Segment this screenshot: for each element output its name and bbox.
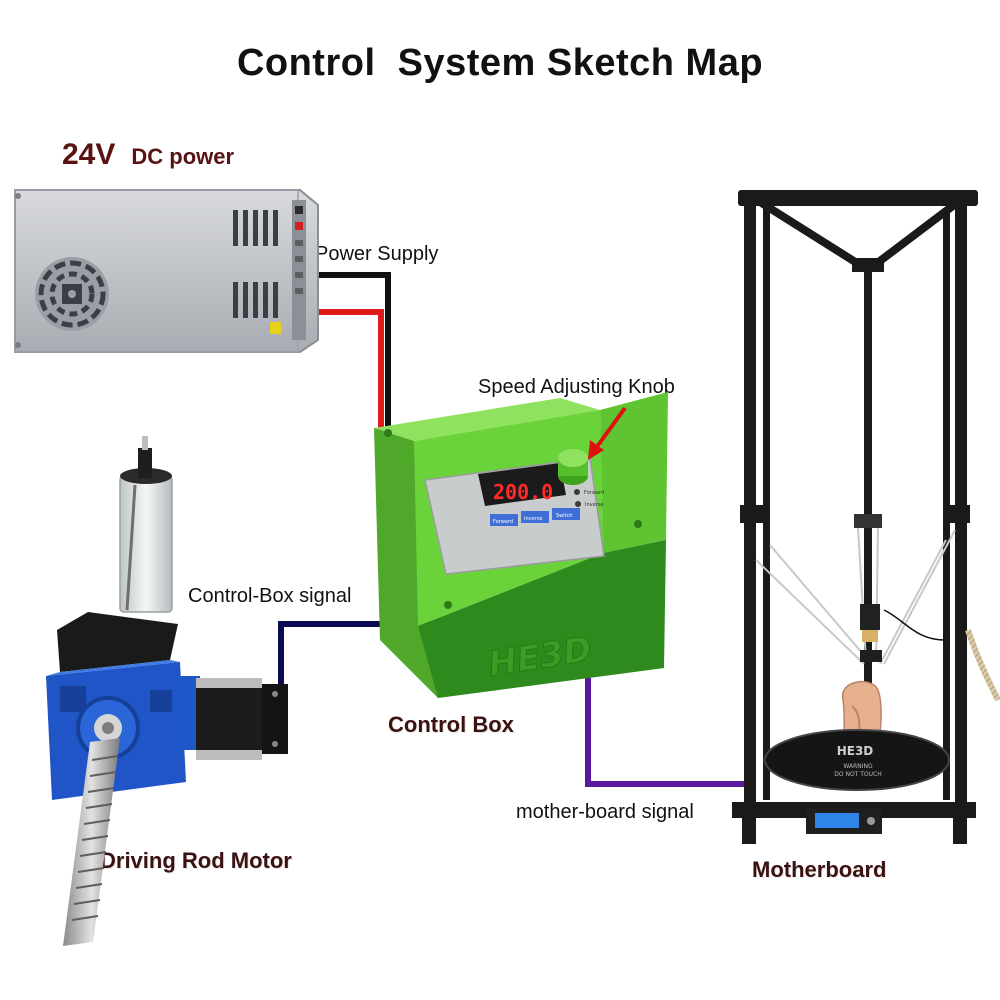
page-title: Control System Sketch Map: [236, 42, 764, 84]
lcd-panel: [806, 808, 882, 834]
voltage-text: 24V: [62, 138, 116, 171]
gearbox: [46, 612, 200, 800]
panel-buttons: Forward Inverse Switch: [490, 508, 580, 526]
motherboard-signal-wire: [585, 660, 744, 787]
control-box-caption: Control Box: [388, 712, 514, 737]
terminal-block: [270, 200, 306, 340]
inverse-button: Inverse: [524, 516, 542, 522]
power-wires: [295, 272, 391, 437]
power-supply-unit: [14, 189, 319, 353]
motherboard-signal-label: mother-board signal: [516, 801, 694, 823]
control-box-signal-label: Control-Box signal: [188, 585, 352, 607]
delta-printer: HE3D WARNING DO NOT TOUCH: [732, 190, 1000, 844]
carriage-and-arms: [755, 514, 956, 665]
stepper-motor: [196, 678, 288, 760]
vent-slots: [233, 210, 278, 318]
inverse-indicator-label: Inverse: [585, 502, 603, 508]
driving-rod-motor: [46, 436, 288, 946]
bed-warning: WARNING: [843, 763, 873, 770]
speed-knob-label: Speed Adjusting Knob: [478, 376, 675, 398]
forward-indicator-label: Forward: [584, 490, 604, 496]
knob-arrow-icon: [588, 406, 627, 460]
dc-power-text: DC power: [131, 144, 235, 169]
fan-icon: [35, 257, 109, 331]
red-power-wire: [297, 309, 384, 437]
linear-rail: [119, 436, 173, 613]
black-power-wire: [295, 272, 391, 437]
bed-logo: HE3D: [837, 744, 874, 758]
printer-frame: [732, 190, 978, 844]
speed-display: 200.0: [493, 480, 553, 504]
inverse-indicator-icon: [575, 501, 581, 507]
switch-button: Switch: [556, 513, 573, 519]
power-supply-line-label: Power Supply: [315, 243, 439, 265]
speed-knob-icon: [558, 449, 588, 485]
controller-panel: 200.0 Forward Inverse Switch Forward Inv…: [424, 457, 605, 575]
motor-caption: Driving Rod Motor: [100, 848, 292, 873]
power-supply-label: 24V DC power: [62, 138, 234, 172]
forward-indicator-icon: [574, 489, 580, 495]
print-bed: HE3D WARNING DO NOT TOUCH: [764, 729, 950, 791]
bed-warning-sub: DO NOT TOUCH: [834, 771, 882, 778]
control-box: 200.0 Forward Inverse Switch Forward Inv…: [374, 392, 668, 698]
forward-button: Forward: [493, 519, 513, 525]
lead-screw: [63, 738, 120, 946]
motherboard-caption: Motherboard: [752, 857, 887, 882]
